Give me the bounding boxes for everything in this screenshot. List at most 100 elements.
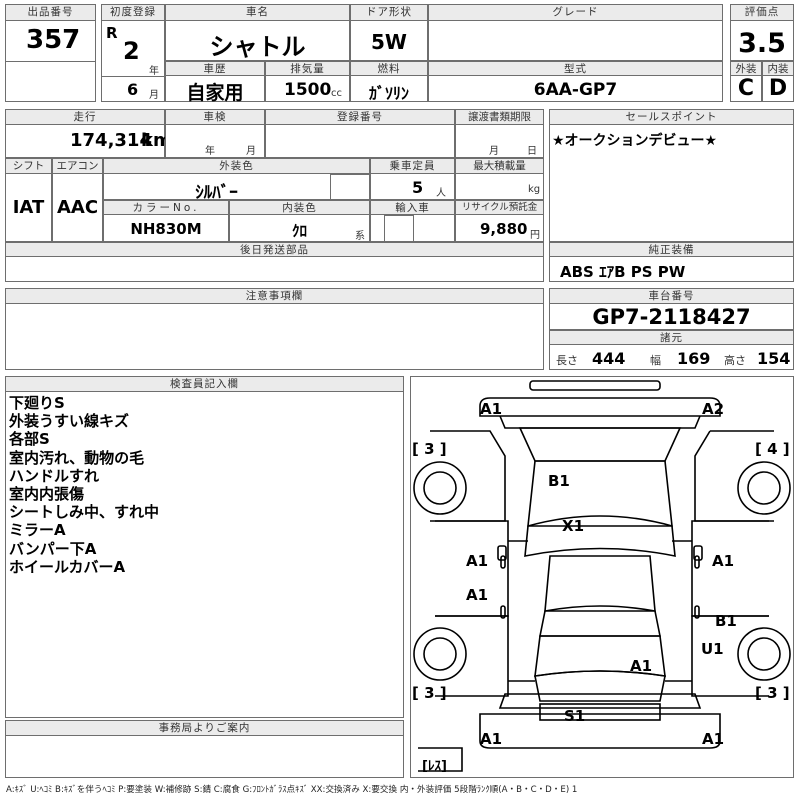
rear-plate [539, 703, 661, 721]
interior-color: ｸﾛ [291, 222, 307, 240]
sales-point: ★オークションデビュー★ [552, 133, 718, 149]
displacement-unit: cc [331, 88, 342, 99]
right-rear-handle [694, 605, 700, 619]
remark-line: シートしみ中、すれ中 [9, 503, 160, 522]
first-reg-year: 2 [123, 37, 140, 65]
remark-line: ホイールカバーA [9, 557, 126, 576]
spare-tire-label: [ﾚｽ] [422, 759, 447, 774]
mark-rear-right-bumper: A1 [702, 730, 724, 748]
right-rear-door-outline [691, 615, 769, 697]
right-front-handle [694, 555, 700, 569]
mark-left-front-door: A1 [466, 552, 488, 570]
sales-point-label: セールスポイント [549, 109, 794, 125]
color-no-label: カラーNo. [103, 200, 229, 215]
wheel-front-right [737, 461, 791, 515]
mark-right-front-door: A1 [712, 552, 734, 570]
door-label: ドア形状 [350, 4, 428, 21]
equipment-label: 純正装備 [549, 242, 794, 257]
mark-roof: X1 [562, 517, 584, 535]
inspection-year-unit: 年 [205, 146, 215, 157]
inspection-label: 車検 [165, 109, 265, 125]
aircon: AAC [56, 197, 99, 218]
inspection-month-unit: 月 [246, 146, 256, 157]
remark-line: ミラーA [9, 521, 66, 540]
rear-bumper [479, 713, 721, 749]
inspector-label: 検査員記入欄 [5, 376, 404, 392]
height: 154 [757, 349, 791, 368]
displacement: 1500 [284, 80, 332, 100]
first-reg-month-box [101, 76, 165, 102]
model-code: 6AA-GP7 [533, 80, 618, 100]
front-bumper [479, 397, 721, 417]
width: 169 [677, 349, 711, 368]
rear-lamps [498, 693, 702, 709]
height-label: 高さ [724, 354, 746, 367]
remark-line: 下廻りS [9, 394, 65, 412]
model-label: 型式 [428, 61, 723, 76]
inspector-remarks: 下廻りS 外装うすい線キズ 各部S 室内汚れ、動物の毛 ハンドルすれ 室内内張傷… [9, 394, 399, 576]
transfer-day-unit: 日 [527, 146, 537, 157]
lot-number: 357 [26, 25, 81, 55]
hood-front [518, 427, 682, 462]
roof-panel [544, 555, 656, 612]
spare-tire-box [418, 747, 463, 772]
score: 3.5 [738, 28, 786, 59]
car-name-label: 車名 [165, 4, 350, 21]
wheel-front-left [413, 461, 467, 515]
score-label: 評価点 [730, 4, 794, 21]
first-reg-month-unit: 月 [149, 90, 159, 101]
wheel-rear-left [413, 627, 467, 681]
car-damage-diagram: A1 A2 B1 X1 A1 A1 A1 B1 U1 A1 S1 A1 A1 [… [412, 380, 791, 774]
car-name: シャトル [209, 33, 306, 61]
mark-rear-gate: A1 [630, 657, 652, 675]
wheel-rear-right [737, 627, 791, 681]
recycle-fee: 9,880 [480, 220, 528, 238]
int-color-label: 内装色 [229, 200, 370, 215]
lot-number-label: 出品番号 [5, 4, 96, 21]
lot-number-sub [5, 61, 96, 102]
remark-line: 各部S [9, 430, 50, 449]
exterior-grade-label: 外装 [730, 61, 762, 76]
interior-grade-label: 内装 [762, 61, 794, 76]
history: 自家用 [186, 82, 244, 104]
front-plate [529, 380, 661, 391]
recycle-unit: 円 [530, 230, 540, 241]
max-load-label: 最大積載量 [455, 158, 544, 174]
capacity: 5 [412, 178, 424, 197]
equipment: ABS ｴｱB PS PW [560, 263, 686, 281]
color-sub-divider [330, 174, 370, 200]
mark-hood: B1 [548, 472, 570, 490]
width-label: 幅 [650, 354, 661, 367]
tire-front-left: [ 3 ] [412, 440, 447, 458]
office-label: 事務局よりご案内 [5, 720, 404, 736]
damage-code-legend: A:ｷｽﾞ U:ﾍｺﾐ B:ｷｽﾞを伴うﾍｺﾐ P:要塗装 W:補修跡 S:錆 … [6, 785, 578, 795]
first-reg-year-unit: 年 [149, 66, 159, 77]
notes-label: 注意事項欄 [5, 288, 544, 304]
remark-line: 室内汚れ、動物の毛 [9, 448, 145, 467]
recycle-label: リサイクル預託金 [455, 200, 544, 215]
tire-rear-right: [ 3 ] [755, 684, 790, 702]
windshield [524, 515, 676, 557]
history-label: 車歴 [165, 61, 265, 76]
interior-color-unit: 系 [355, 231, 365, 242]
diagram-box [410, 376, 794, 778]
tire-rear-left: [ 3 ] [412, 684, 447, 702]
shift-label: シフト [5, 158, 52, 174]
left-mirror [497, 545, 507, 561]
roof-rear [539, 610, 661, 637]
damage-marks: A1 A2 B1 X1 A1 A1 A1 B1 U1 A1 S1 A1 A1 [466, 400, 737, 748]
import-label: 輸入車 [370, 200, 455, 215]
capacity-unit: 人 [436, 188, 446, 199]
rear-gate-outline [534, 670, 666, 702]
color-label: 外装色 [103, 158, 370, 174]
mark-right-rear-door: B1 [715, 612, 737, 630]
tire-marks: [ 3 ] [ 4 ] [ 3 ] [ 3 ] [ﾚｽ] [412, 440, 790, 774]
mark-left-rear-door: A1 [466, 586, 488, 604]
left-rear-door-outline [435, 615, 509, 697]
car-outline [413, 380, 791, 772]
transfer-label: 譲渡書類期限 [455, 109, 544, 125]
mileage-unit: km [141, 130, 172, 151]
specs-label: 諸元 [549, 330, 794, 345]
later-parts-label: 後日発送部品 [5, 242, 544, 257]
mileage: 174,314 [70, 130, 152, 151]
